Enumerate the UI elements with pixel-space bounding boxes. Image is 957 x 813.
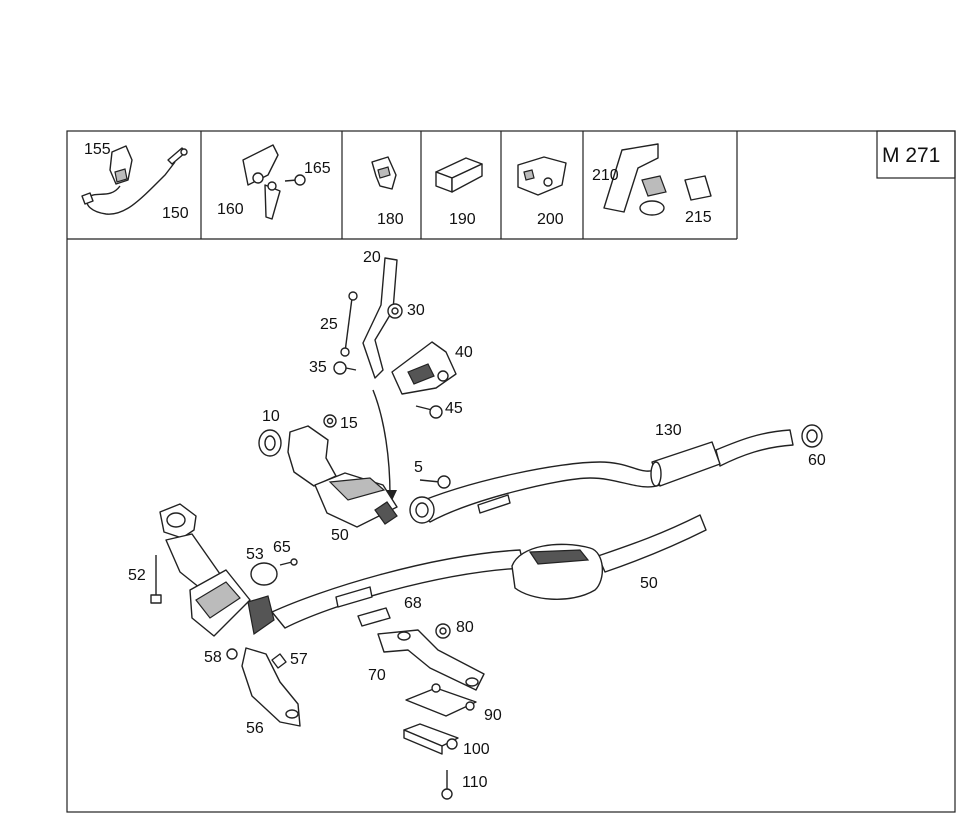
bolt-icon <box>333 361 357 375</box>
bracket-icon <box>340 291 358 357</box>
bolt-icon <box>419 475 451 489</box>
callout-155: 155 <box>84 141 111 158</box>
callout-160: 160 <box>217 201 244 218</box>
bolt-icon <box>415 405 443 419</box>
callout-165: 165 <box>304 160 331 177</box>
exhaust-manifold-icon <box>159 503 221 589</box>
muffler-icon <box>511 543 603 600</box>
bracket-icon <box>477 494 511 514</box>
clamp-icon <box>801 424 823 448</box>
callout-20: 20 <box>363 249 381 266</box>
bracket-icon <box>391 341 457 395</box>
callout-56: 56 <box>246 720 264 737</box>
callout-53: 65 <box>273 539 291 556</box>
callout-45: 45 <box>445 400 463 417</box>
bracket-icon <box>241 647 301 727</box>
oxygen-sensor-icon <box>81 145 188 215</box>
callout-40: 40 <box>455 344 473 361</box>
exhaust-pipe-icon <box>411 429 794 523</box>
rubber-mount-icon <box>405 683 477 717</box>
callout-180: 180 <box>377 211 404 228</box>
callout-80: 80 <box>456 619 474 636</box>
gasket-icon <box>409 496 435 524</box>
bracket-icon <box>335 586 391 627</box>
callout-10: 10 <box>262 408 280 425</box>
muffler-icon <box>650 441 721 487</box>
callout-50-lower: 50 <box>640 575 658 592</box>
callout-52: 53 <box>246 546 264 563</box>
callout-130: 60 <box>808 452 826 469</box>
callout-35: 35 <box>309 359 327 376</box>
bolt-icon <box>279 558 298 566</box>
callout-110: 110 <box>462 774 488 791</box>
catalytic-converter-icon <box>287 425 398 528</box>
catalytic-converter-icon <box>189 569 275 637</box>
callout-50: 130 <box>655 422 682 439</box>
bracket-icon <box>435 157 483 193</box>
model-code: M 271 <box>882 144 940 167</box>
rubber-mount-icon <box>403 723 459 755</box>
bracket-icon <box>242 144 281 220</box>
rubber-mount-icon <box>250 562 278 586</box>
callout-100: 100 <box>463 741 490 758</box>
bracket-icon <box>517 156 567 196</box>
callout-70: 70 <box>368 667 386 684</box>
clamp-icon <box>371 156 397 190</box>
callout-150: 150 <box>162 205 189 222</box>
bolt-icon <box>441 770 453 800</box>
nut-icon <box>226 648 238 660</box>
model-code-box <box>876 130 956 179</box>
callout-15: 15 <box>340 415 358 432</box>
clamp-icon <box>271 653 287 669</box>
callout-60: 5 <box>414 459 423 476</box>
callout-210: 210 <box>592 167 619 184</box>
nut-icon <box>323 414 337 428</box>
bracket-icon <box>603 143 667 216</box>
nut-icon <box>387 303 403 319</box>
callout-190: 190 <box>449 211 476 228</box>
callout-200: 200 <box>537 211 564 228</box>
bracket-icon <box>362 257 398 379</box>
diagram-frame <box>66 130 956 813</box>
nut-icon <box>435 623 451 639</box>
bracket-icon <box>377 629 485 691</box>
callout-90: 90 <box>484 707 502 724</box>
callout-30: 30 <box>407 302 425 319</box>
callout-68: 68 <box>404 595 422 612</box>
callout-58: 58 <box>204 649 222 666</box>
callout-57: 57 <box>290 651 308 668</box>
gasket-icon <box>258 429 282 457</box>
bolt-icon <box>150 555 162 604</box>
rubber-mount-icon <box>684 175 712 201</box>
callout-65: 52 <box>128 567 146 584</box>
callout-5: 50 <box>331 527 349 544</box>
callout-215: 215 <box>685 209 712 226</box>
bolt-icon <box>284 174 306 186</box>
callout-25: 25 <box>320 316 338 333</box>
